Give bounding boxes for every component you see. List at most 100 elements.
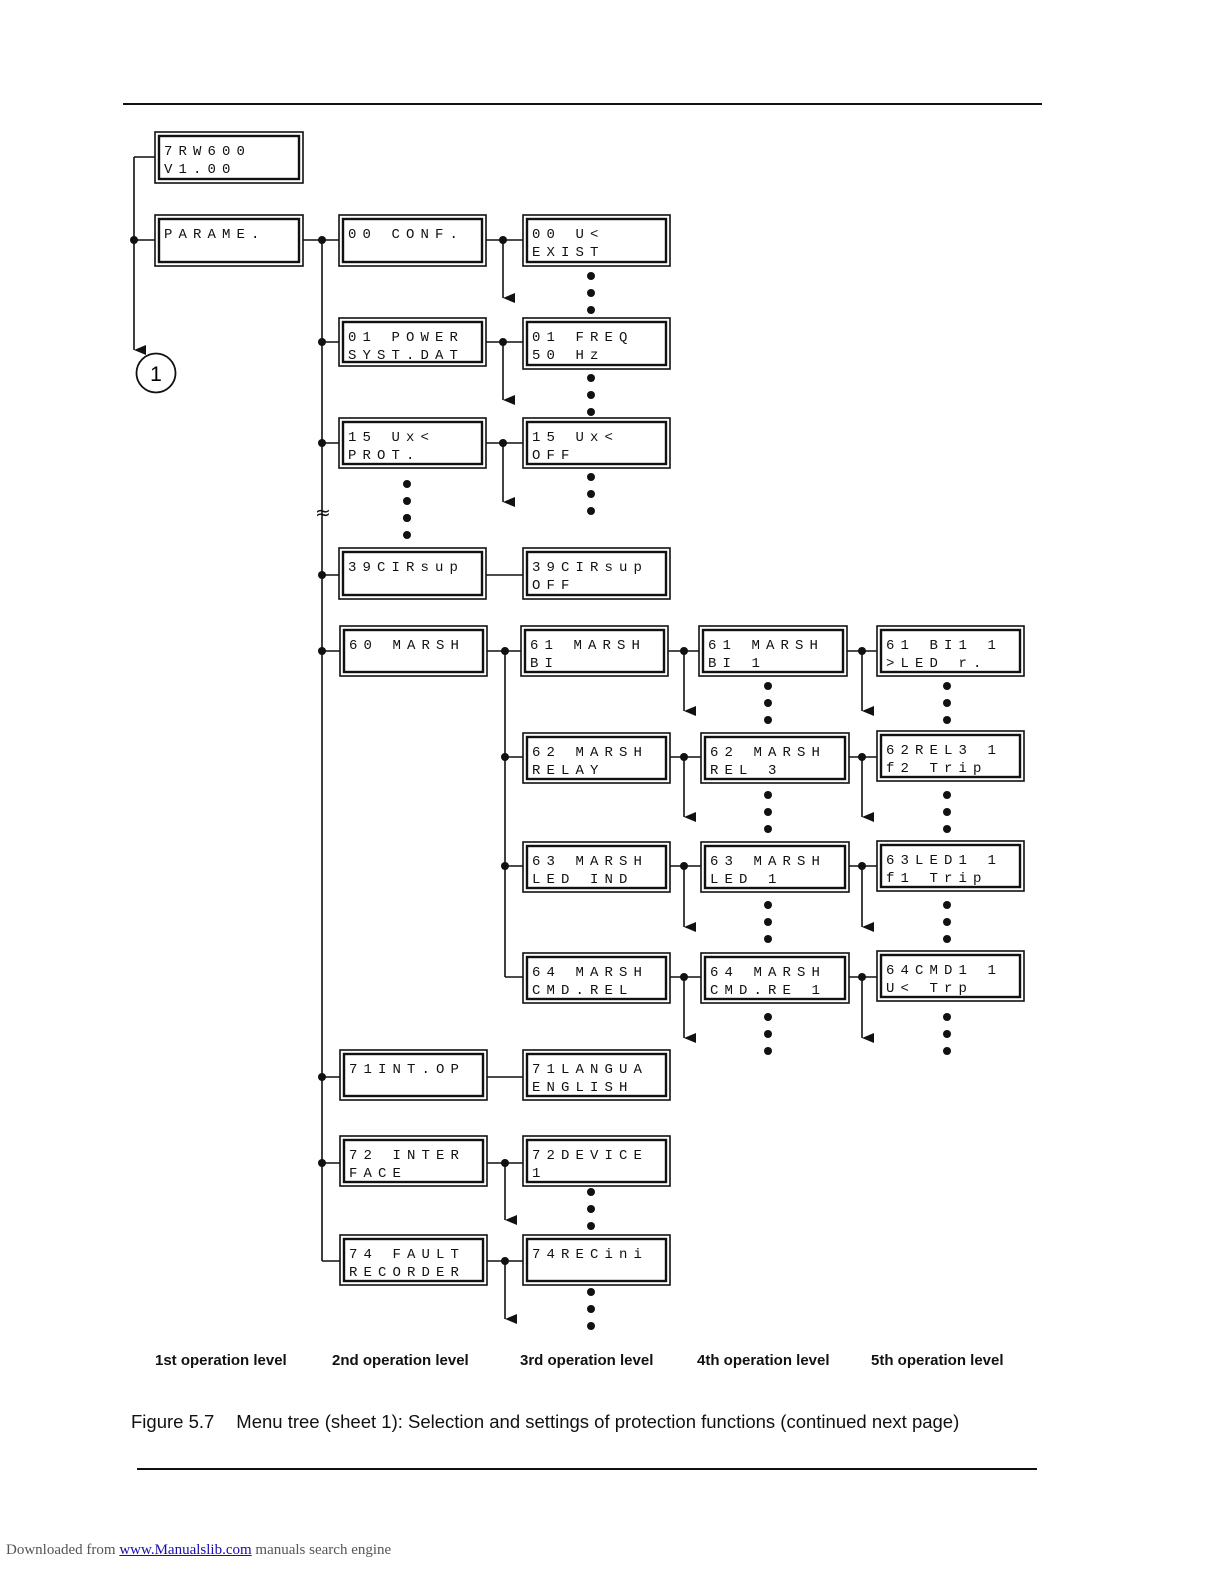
menu-box-61: 61 MARSH BI xyxy=(520,625,669,677)
figure-caption: Figure 5.7 Menu tree (sheet 1): Selection… xyxy=(131,1411,959,1433)
menu-box-line: f2 Trip xyxy=(886,761,988,777)
menu-box-param: PARAME. xyxy=(154,214,304,267)
menu-box-71l: 71LANGUA ENGLISH xyxy=(522,1049,671,1101)
menu-box-63c: 63LED1 1 f1 Trip xyxy=(876,840,1025,892)
menu-box-01f: 01 FREQ 50 Hz xyxy=(522,317,671,370)
level-label-3: 3rd operation level xyxy=(520,1352,654,1369)
menu-box-00u: 00 U< EXIST xyxy=(522,214,671,267)
menu-box-61b: 61 MARSH BI 1 xyxy=(698,625,848,677)
footer-suffix: manuals search engine xyxy=(255,1542,392,1558)
menu-box-line: 64 MARSH xyxy=(532,965,648,981)
menu-box-line: REL 3 xyxy=(710,763,783,779)
menu-box-line: 15 Ux< xyxy=(532,430,619,446)
menu-box-63: 63 MARSH LED IND xyxy=(522,841,671,893)
level-label-2: 2nd operation level xyxy=(332,1352,469,1369)
menu-box-line: 00 CONF. xyxy=(348,227,464,243)
continuation-dots xyxy=(403,272,951,1330)
level-label-4: 4th operation level xyxy=(697,1352,830,1369)
figure-number: Figure 5.7 xyxy=(131,1411,215,1432)
menu-box-line: 71INT.OP xyxy=(349,1062,465,1078)
menu-box-line: 50 Hz xyxy=(532,348,605,364)
menu-box-72d: 72DEVICE 1 xyxy=(522,1135,671,1187)
menu-box-line: V1.00 xyxy=(164,162,237,178)
break-symbol: ≈ xyxy=(315,502,331,524)
menu-box-line: 62REL3 1 xyxy=(886,743,1002,759)
menu-box-line: 39CIRsup xyxy=(532,560,648,576)
level-label-5: 5th operation level xyxy=(871,1352,1004,1369)
menu-box-line: LED 1 xyxy=(710,872,783,888)
menu-box-line: 7RW600 xyxy=(164,144,251,160)
menu-box-line: PROT. xyxy=(348,448,421,464)
menu-box-line: 63 MARSH xyxy=(710,854,826,870)
figure-caption-text: Menu tree (sheet 1): Selection and setti… xyxy=(236,1411,960,1432)
download-footer: Downloaded from www.Manualslib.com manua… xyxy=(6,1542,391,1559)
menu-box-line: RELAY xyxy=(532,763,605,779)
junction-dots xyxy=(130,236,866,1265)
menu-box-line: 71LANGUA xyxy=(532,1062,648,1078)
menu-box-61c: 61 BI1 1>LED r. xyxy=(876,625,1025,677)
menu-box-64: 64 MARSH CMD.REL xyxy=(522,952,671,1004)
menu-box-line: 64CMD1 1 xyxy=(886,963,1002,979)
menu-box-line: 61 BI1 1 xyxy=(886,638,1002,654)
menu-box-74: 74 FAULT RECORDER xyxy=(339,1234,488,1286)
menu-box-line: 62 MARSH xyxy=(710,745,826,761)
menu-box-line: 01 POWER xyxy=(348,330,464,346)
menu-box-line: 00 U< xyxy=(532,227,605,243)
menu-box-line: f1 Trip xyxy=(886,871,988,887)
menu-box-line: 39CIRsup xyxy=(348,560,464,576)
menu-box-line: OFF xyxy=(532,448,576,464)
menu-box-62: 62 MARSH RELAY xyxy=(522,732,671,784)
manualslib-link[interactable]: www.Manualslib.com xyxy=(119,1542,252,1558)
menu-box-39: 39CIRsup xyxy=(338,547,487,600)
menu-box-01: 01 POWER SYST.DAT xyxy=(338,317,487,367)
menu-box-15u: 15 Ux< OFF xyxy=(522,417,671,469)
menu-box-line: 01 FREQ xyxy=(532,330,634,346)
menu-box-line: 60 MARSH xyxy=(349,638,465,654)
menu-box-64b: 64 MARSH CMD.RE 1 xyxy=(700,952,850,1004)
menu-box-line: RECORDER xyxy=(349,1265,465,1281)
menu-box-line: CMD.RE 1 xyxy=(710,983,826,999)
menu-box-15: 15 Ux< PROT. xyxy=(338,417,487,469)
menu-box-line: OFF xyxy=(532,578,576,594)
connector-1-label: 1 xyxy=(150,363,162,386)
menu-box-line: 63LED1 1 xyxy=(886,853,1002,869)
menu-box-line: FACE xyxy=(349,1166,407,1182)
menu-box-line: U< Trp xyxy=(886,981,973,997)
menu-box-62b: 62 MARSH REL 3 xyxy=(700,732,850,784)
menu-box-line: BI xyxy=(530,656,559,672)
menu-box-60: 60 MARSH xyxy=(339,625,488,677)
menu-box-line: EXIST xyxy=(532,245,605,261)
menu-box-line: 15 Ux< xyxy=(348,430,435,446)
menu-box-line: 74RECini xyxy=(532,1247,648,1263)
connector-1: 1 xyxy=(135,352,177,394)
menu-box-line: 62 MARSH xyxy=(532,745,648,761)
menu-box-line: 61 MARSH xyxy=(530,638,646,654)
menu-box-72: 72 INTER FACE xyxy=(339,1135,488,1187)
level-label-1: 1st operation level xyxy=(155,1352,287,1369)
menu-box-line: BI 1 xyxy=(708,656,766,672)
menu-box-line: SYST.DAT xyxy=(348,348,464,364)
menu-box-line: 63 MARSH xyxy=(532,854,648,870)
menu-box-line: 64 MARSH xyxy=(710,965,826,981)
menu-box-line: 74 FAULT xyxy=(349,1247,465,1263)
menu-box-71: 71INT.OP xyxy=(339,1049,488,1101)
menu-box-line: LED IND xyxy=(532,872,634,888)
connector-lines xyxy=(133,156,877,1262)
menu-box-00: 00 CONF. xyxy=(338,214,487,267)
menu-box-64c: 64CMD1 1 U< Trp xyxy=(876,950,1025,1002)
menu-box-line: 72 INTER xyxy=(349,1148,465,1164)
menu-box-line: 1 xyxy=(532,1166,547,1182)
footer-prefix: Downloaded from xyxy=(6,1542,116,1558)
menu-box-line: ENGLISH xyxy=(532,1080,634,1096)
menu-box-62c: 62REL3 1 f2 Trip xyxy=(876,730,1025,782)
down-arrows xyxy=(133,240,874,1324)
menu-box-line: CMD.REL xyxy=(532,983,634,999)
menu-box-line: 61 MARSH xyxy=(708,638,824,654)
menu-box-63b: 63 MARSH LED 1 xyxy=(700,841,850,893)
menu-box-line: PARAME. xyxy=(164,227,266,243)
menu-box-line: 72DEVICE xyxy=(532,1148,648,1164)
